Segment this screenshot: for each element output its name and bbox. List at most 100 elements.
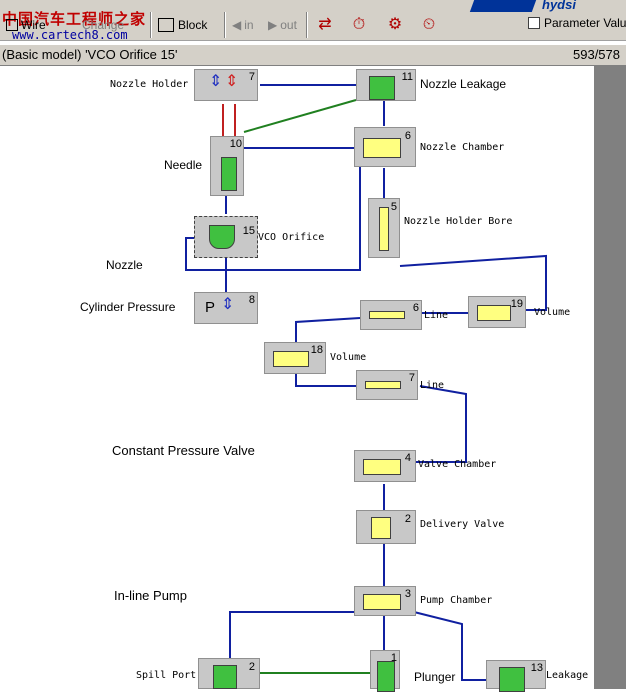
plunger-label: Plunger: [414, 670, 456, 684]
toolbar: 中国汽车工程师之家 www.cartech8.com Wire Change B…: [0, 0, 626, 42]
nozzle-holder-label: Nozzle Holder: [110, 79, 189, 90]
line-pipe: [369, 311, 405, 319]
line-6-label: Line: [424, 310, 449, 321]
element-number: 15: [242, 225, 255, 237]
nozzle-chamber-element[interactable]: 6: [354, 127, 416, 167]
element-number: 18: [310, 344, 323, 356]
element-number: 2: [404, 513, 411, 525]
needle-spring: [222, 104, 236, 136]
inline-pump-label: In-line Pump: [114, 588, 187, 603]
element-number: 19: [510, 298, 523, 310]
element-number: 6: [412, 302, 419, 314]
arrows-icon: ⇕: [209, 73, 223, 90]
parameter-checkbox[interactable]: [528, 17, 540, 29]
leakage-label: Leakage: [546, 670, 589, 681]
valve-chamber-label: Valve Chamber: [418, 459, 497, 470]
volume-18-element[interactable]: 18: [264, 342, 326, 374]
gauge-icon[interactable]: ⏲: [422, 16, 436, 33]
toolbar-separator: [306, 12, 307, 38]
leakage-chamber: [369, 76, 395, 100]
calc-icon[interactable]: ⚙: [387, 16, 403, 33]
element-number: 3: [404, 588, 411, 600]
orifice-body: [209, 225, 235, 249]
cylinder-pressure-element[interactable]: P ⇕ 8: [194, 292, 258, 324]
wire: [229, 611, 356, 660]
wire: [413, 611, 486, 681]
needle-element[interactable]: 10: [210, 136, 244, 196]
pump-chamber-element[interactable]: 3: [354, 586, 416, 616]
wire: [416, 385, 467, 463]
chamber-volume: [363, 459, 401, 475]
leakage-element[interactable]: 13: [486, 660, 546, 692]
wire-icon: [6, 19, 18, 31]
volume-18-label: Volume: [330, 352, 367, 363]
chamber-volume: [363, 138, 401, 158]
spill-port-label: Spill Port: [136, 670, 197, 681]
bore-pipe: [379, 207, 389, 251]
nozzle-holder-bore-element[interactable]: 5: [368, 198, 400, 258]
run-icon[interactable]: ⇄: [318, 16, 332, 33]
needle-label: Needle: [164, 158, 203, 172]
zoom-out-icon: ▶: [268, 18, 278, 32]
constant-pressure-valve-label: Constant Pressure Valve: [112, 443, 255, 458]
change-button[interactable]: Change: [82, 18, 125, 32]
right-panel: [594, 65, 626, 689]
volume-19-label: Volume: [534, 307, 571, 318]
toolbar-separator: [150, 12, 151, 38]
line-6-element[interactable]: 6: [360, 300, 422, 330]
plunger-body: [377, 661, 395, 692]
block-icon: [158, 18, 174, 32]
element-number: 1: [390, 652, 397, 664]
plunger-element[interactable]: 1: [370, 650, 400, 692]
delivery-valve-element[interactable]: 2: [356, 510, 416, 544]
valve-body: [371, 517, 391, 539]
block-button[interactable]: Block: [158, 14, 207, 36]
valve-chamber-element[interactable]: 4: [354, 450, 416, 482]
element-number: 6: [404, 130, 411, 142]
line-7-element[interactable]: 7: [356, 370, 418, 400]
arrows-icon: ⇕: [221, 296, 235, 313]
volume-19-element[interactable]: 19: [468, 296, 526, 328]
zoom-out-button[interactable]: ▶ out: [268, 18, 297, 32]
toolbar-separator: [224, 12, 225, 38]
pump-chamber-label: Pump Chamber: [420, 595, 493, 606]
nozzle-label: Nozzle: [106, 258, 143, 272]
watermark-url: www.cartech8.com: [12, 28, 128, 42]
parameter-values-toggle[interactable]: Parameter Valu: [528, 16, 626, 30]
nozzle-holder-bore-label: Nozzle Holder Bore: [404, 216, 513, 227]
cursor-coords: 593/578: [573, 47, 620, 62]
leakage-body: [499, 667, 525, 692]
brand-logo-text: hydsi: [542, 0, 576, 12]
wire: [399, 254, 547, 311]
wire: [295, 317, 361, 342]
pressure-glyph: P: [205, 299, 216, 316]
vco-orifice-label: VCO Orifice: [258, 232, 325, 243]
zoom-in-button[interactable]: ◀ in: [232, 18, 254, 32]
green-wire: [243, 99, 357, 133]
wire: [185, 166, 361, 271]
element-number: 7: [408, 372, 415, 384]
element-number: 2: [248, 661, 255, 673]
element-number: 10: [229, 138, 242, 150]
timer-icon[interactable]: ⏱: [352, 16, 366, 33]
nozzle-holder-element[interactable]: ⇕ ⇕ 7: [194, 69, 258, 101]
nozzle-chamber-label: Nozzle Chamber: [420, 142, 505, 153]
element-number: 11: [401, 71, 413, 83]
element-number: 8: [248, 294, 255, 306]
wire: [295, 374, 360, 387]
wire-button[interactable]: Wire: [6, 14, 46, 36]
zoom-in-icon: ◀: [232, 18, 242, 32]
spill-port-body: [213, 665, 237, 689]
line-pipe: [365, 381, 401, 389]
element-number: 5: [390, 201, 397, 213]
element-number: 7: [248, 71, 255, 83]
vco-orifice-element[interactable]: 15: [194, 216, 258, 258]
volume-tank: [477, 305, 511, 321]
model-title: (Basic model) 'VCO Orifice 15': [2, 47, 178, 62]
line-7-label: Line: [420, 380, 445, 391]
volume-tank: [273, 351, 309, 367]
spill-port-element[interactable]: 2: [198, 658, 260, 689]
wiring: [185, 84, 547, 681]
nozzle-leakage-element[interactable]: 11: [356, 69, 416, 101]
element-number: 4: [404, 452, 411, 464]
